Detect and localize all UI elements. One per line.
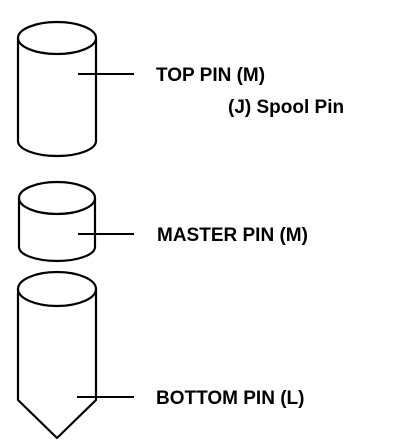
top-pin-top-face [16,20,98,56]
top-pin-body [16,38,98,158]
master-pin [17,180,134,263]
master-pin-body [17,198,97,263]
bottom-pin-top-face [16,270,98,308]
bottom-pin-body [16,289,98,440]
top-pin-label: TOP PIN (M) [156,65,265,86]
spool-pin-label: (J) Spool Pin [228,97,344,118]
bottom-pin [16,270,134,440]
bottom-pin-label: BOTTOM PIN (L) [156,388,304,409]
master-pin-top-face [17,180,97,216]
top-pin [16,20,134,158]
master-pin-label: MASTER PIN (M) [157,225,308,246]
